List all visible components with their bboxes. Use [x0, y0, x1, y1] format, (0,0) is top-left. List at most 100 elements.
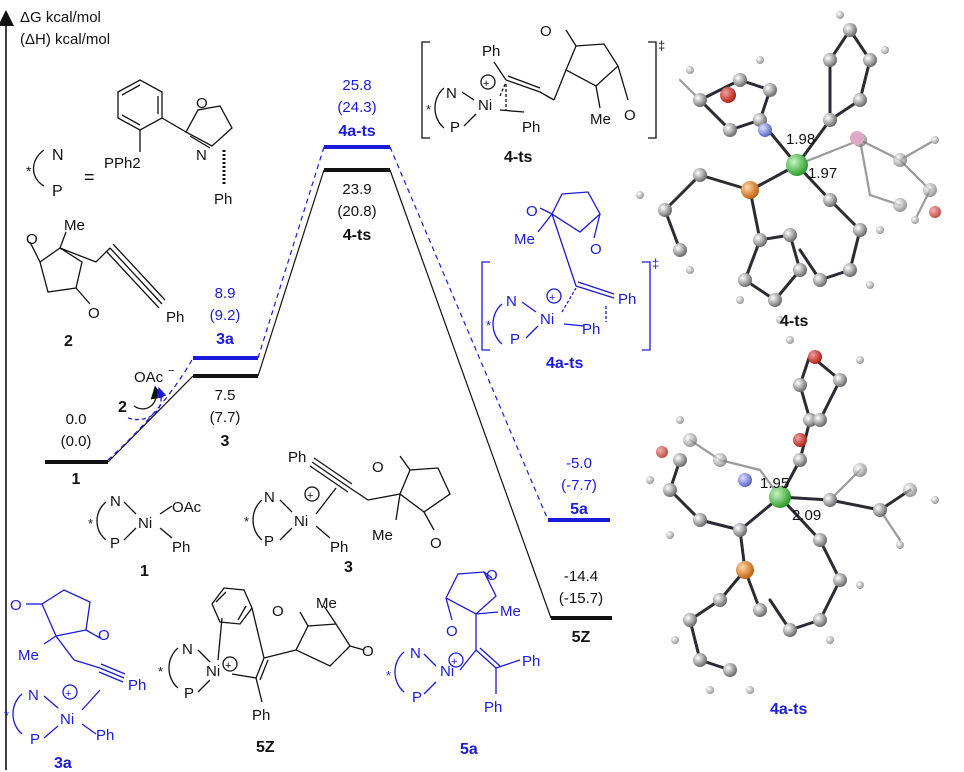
ligand-p: P [52, 183, 63, 200]
ligand-n: N [52, 147, 64, 164]
ligand-pph2: PPh2 [104, 155, 141, 172]
name-3: 3 [221, 433, 230, 450]
s3-ni: Ni [294, 513, 308, 530]
ts4-me: Me [590, 111, 611, 128]
oac-charge: − [168, 365, 174, 377]
s3a-star: * [4, 708, 9, 723]
ts4a-ph-bottom: Ph [582, 321, 600, 338]
s1-p: P [110, 535, 120, 552]
structure-3: Ph O O Me * N P Ni + Ph 3 [244, 449, 451, 576]
s2-label: 2 [64, 333, 73, 350]
s5a-o-top: O [486, 567, 498, 584]
ligand-definition: * N P = PPh2 O N Ph [26, 79, 233, 208]
s3-me: Me [372, 527, 393, 544]
s3a-n: N [28, 687, 39, 704]
reagent-annotation: OAc − 2 [118, 365, 174, 421]
s2-ph: Ph [166, 309, 184, 326]
s2-o-top: O [26, 231, 38, 248]
structure-4-ts: ‡ Ph O O Me * N P Ni + Ph 4-ts [421, 23, 665, 166]
s5Z-plus: + [225, 660, 231, 672]
name-5Z: 5Z [572, 629, 591, 646]
s5a-ph-right: Ph [522, 653, 540, 670]
structure-2: O O Me Ph 2 [26, 217, 184, 350]
ts4-dagger: ‡ [658, 38, 665, 53]
ligand-n-ring: N [196, 147, 207, 164]
s5a-o-left: O [446, 623, 458, 640]
dH-4ats: (24.3) [337, 99, 376, 116]
s3a-ph-bottom: Ph [96, 727, 114, 744]
ligand-equals: = [84, 167, 95, 187]
model-4a-ts: 1.95 2.09 4a-ts [646, 336, 939, 718]
dG-5Z: -14.4 [564, 568, 598, 585]
s5Z-o-right: O [362, 643, 374, 660]
s2-me: Me [64, 217, 85, 234]
connector-3a-4ats [257, 146, 325, 359]
structure-4a-ts: ‡ O O Me Ph * N P Ni + Ph 4a-ts [481, 191, 659, 372]
ts4a-o-left: O [526, 203, 538, 220]
structure-1: * N P Ni OAc Ph 1 [88, 493, 202, 580]
m4ats-d2: 2.09 [792, 507, 821, 524]
ts4-plus: + [483, 78, 489, 90]
s5a-n: N [410, 645, 421, 662]
s5Z-n: N [182, 641, 193, 658]
connector-1-3a [107, 357, 194, 461]
s5Z-star: * [158, 664, 163, 679]
s3-star: * [244, 514, 249, 529]
dH-3a: (9.2) [210, 307, 241, 324]
axis-label-dH: (ΔH) kcal/mol [20, 31, 110, 48]
ts4a-ni: Ni [540, 311, 554, 328]
oac-label: OAc [134, 369, 164, 386]
ligand-ph: Ph [214, 191, 232, 208]
ts4a-plus: + [549, 292, 555, 304]
model-4-ts: 1.98 1.97 4-ts [636, 11, 941, 330]
s1-star: * [88, 516, 93, 531]
dH-5Z: (-15.7) [559, 590, 603, 607]
s3a-o-right: O [98, 627, 110, 644]
s3a-ph-top: Ph [128, 677, 146, 694]
ligand-o: O [196, 95, 208, 112]
dH-4ts: (20.8) [337, 203, 376, 220]
s2-o-bottom: O [88, 305, 100, 322]
ts4a-label: 4a-ts [546, 355, 583, 372]
ts4-o-top: O [540, 23, 552, 40]
s3-o-top: O [372, 459, 384, 476]
s3-ph: Ph [288, 449, 306, 466]
ligand-star: * [26, 163, 32, 179]
name-1: 1 [72, 471, 81, 488]
s5Z-ni: Ni [206, 663, 220, 680]
dG-5a: -5.0 [566, 455, 592, 472]
m4ats-d1: 1.95 [760, 475, 789, 492]
name-5a: 5a [570, 501, 588, 518]
ts4-ph-bottom: Ph [522, 119, 540, 136]
ts4-p: P [450, 119, 460, 136]
s3-n: N [264, 489, 275, 506]
s3a-ni: Ni [60, 711, 74, 728]
s3a-me: Me [18, 647, 39, 664]
name-4ts: 4-ts [343, 227, 372, 244]
name-3a: 3a [216, 331, 234, 348]
ts4-star: * [426, 102, 431, 117]
ts4-n: N [446, 85, 457, 102]
s3a-p: P [30, 731, 40, 748]
s3-label: 3 [344, 559, 353, 576]
connector-4ts-5Z [389, 169, 552, 619]
s1-ni: Ni [138, 515, 152, 532]
s5Z-me: Me [316, 595, 337, 612]
connector-1-3 [107, 375, 194, 463]
dG-3: 7.5 [215, 387, 236, 404]
s1-label: 1 [140, 563, 149, 580]
s3-plus: + [307, 490, 313, 502]
ts4a-n: N [506, 293, 517, 310]
m4ts-label: 4-ts [780, 313, 809, 330]
s1-n: N [110, 493, 121, 510]
ts4a-ph-right: Ph [618, 291, 636, 308]
dG-3a: 8.9 [215, 285, 236, 302]
m4ts-d1: 1.98 [786, 131, 815, 148]
ts4-label: 4-ts [504, 149, 533, 166]
structure-5a: O O Me * N P Ni + Ph Ph 5a [386, 567, 540, 758]
s1-oac: OAc [172, 499, 202, 516]
s3-ph2: Ph [330, 539, 348, 556]
reagent-2-label: 2 [118, 399, 127, 416]
s5a-me: Me [500, 603, 521, 620]
